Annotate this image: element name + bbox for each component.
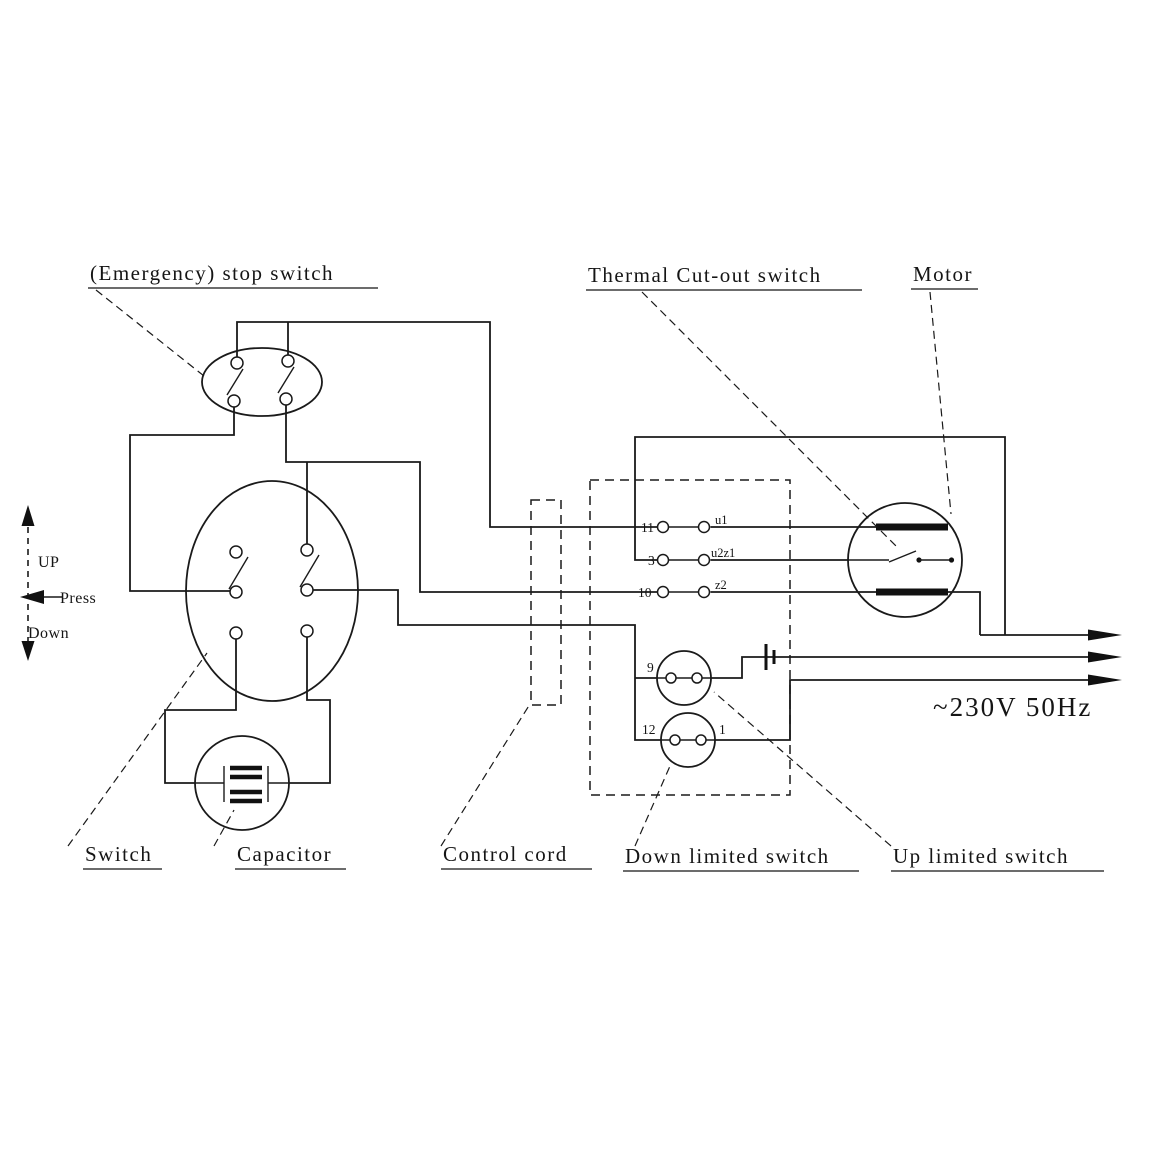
- capacitor: [194, 735, 290, 831]
- arrow-right-icon: [1088, 674, 1122, 686]
- direction-up-label: UP: [38, 554, 59, 571]
- voltage-label: ~230V 50Hz: [933, 692, 1092, 722]
- wire-estop-to-switch-left: [129, 407, 235, 592]
- terminal-row-11: 11 u1: [641, 513, 728, 535]
- terminal-number-1: 1: [719, 722, 726, 737]
- leader-control-cord: [440, 703, 531, 847]
- leader-emergency-stop: [95, 289, 205, 377]
- control-cord-outline: [530, 499, 562, 706]
- wire-switch-to-capacitor-left: [164, 639, 237, 784]
- wire-tag-z2: z2: [715, 578, 727, 592]
- wire-switch-to-capacitor-right: [289, 637, 331, 784]
- arrow-up-icon: [21, 505, 35, 526]
- terminal-number-11: 11: [641, 520, 654, 535]
- terminal-dot: [697, 585, 711, 599]
- terminal-block-outline: [589, 479, 791, 796]
- power-line-2: [711, 656, 1090, 679]
- control-cord-label: Control cord: [443, 842, 568, 866]
- emergency-stop-switch: [201, 347, 323, 417]
- wire-motor-to-line1: [948, 591, 981, 635]
- leader-down-limited: [634, 765, 671, 847]
- capacitor-symbol: [195, 765, 289, 804]
- estop-terminal: [279, 392, 293, 406]
- arrow-down-icon: [21, 641, 35, 661]
- estop-terminal: [281, 354, 295, 368]
- switch-terminal: [229, 585, 243, 599]
- leader-up-limited: [713, 691, 892, 847]
- terminal-number-3: 3: [648, 553, 655, 568]
- switch-terminal: [229, 545, 243, 559]
- wire-tag-u1: u1: [715, 513, 728, 527]
- estop-body: [201, 347, 323, 417]
- terminal-number-12: 12: [642, 722, 656, 737]
- direction-down-label: Down: [28, 625, 69, 642]
- estop-contact-blade: [226, 368, 244, 396]
- motor: [847, 502, 963, 618]
- power-output: ~230V 50Hz: [764, 629, 1122, 722]
- terminal-dot: [656, 553, 670, 567]
- leader-switch: [67, 652, 208, 847]
- terminal-dot: [656, 520, 670, 534]
- motor-body: [847, 502, 963, 618]
- terminal-dot: [697, 553, 711, 567]
- wire-terminal3-bus: [634, 436, 1006, 635]
- direction-indicator: UP Press Down: [20, 505, 96, 661]
- arrow-right-icon: [1088, 651, 1122, 663]
- motor-winding-bar: [876, 523, 948, 531]
- terminal-dot: [656, 585, 670, 599]
- terminal-row-10: 10 z2: [638, 578, 727, 600]
- down-limited-switch: 9: [647, 650, 712, 706]
- wires: [129, 321, 1090, 784]
- terminal-dot: [691, 672, 703, 684]
- terminal-dot: [669, 734, 681, 746]
- press-arrow: [20, 590, 62, 604]
- switch-contact-blade: [228, 556, 249, 590]
- terminal-number-10: 10: [638, 585, 652, 600]
- terminal-block: 11 u1 3 u2z1 10 z2 9: [589, 479, 791, 796]
- motor-label: Motor: [913, 262, 973, 286]
- main-switch: [185, 480, 359, 702]
- terminal-number-9: 9: [647, 660, 654, 675]
- switch-terminal: [229, 626, 243, 640]
- switch-terminal: [300, 583, 314, 597]
- down-limited-label: Down limited switch: [625, 844, 830, 868]
- direction-press-label: Press: [60, 590, 96, 607]
- terminal-dot: [695, 734, 707, 746]
- capacitor-label: Capacitor: [237, 842, 332, 866]
- power-line-3: [715, 679, 1090, 741]
- leader-motor: [929, 291, 952, 515]
- wire-estop-to-terminal10: [285, 405, 658, 593]
- leader-lines: [67, 289, 952, 847]
- thermal-cutout-contact: [849, 550, 955, 563]
- switch-terminal: [300, 624, 314, 638]
- wire-estop-to-terminal11: [236, 321, 658, 528]
- labels: (Emergency) stop switch Thermal Cut-out …: [83, 261, 1104, 872]
- switch-body: [185, 480, 359, 702]
- arrow-right-icon: [1088, 629, 1122, 641]
- estop-terminal: [227, 394, 241, 408]
- switch-label: Switch: [85, 842, 152, 866]
- leader-thermal-cutout: [641, 291, 897, 547]
- motor-winding-bar: [876, 588, 948, 596]
- thermal-cutout-label: Thermal Cut-out switch: [588, 263, 822, 287]
- switch-contact-blade: [299, 554, 320, 588]
- emergency-stop-label: (Emergency) stop switch: [90, 261, 334, 285]
- terminal-dot: [665, 672, 677, 684]
- leader-capacitor: [213, 809, 235, 847]
- wire-switch-to-limit-switches: [313, 589, 661, 741]
- wire-tag-u2z1: u2z1: [711, 546, 735, 560]
- estop-terminal: [230, 356, 244, 370]
- arrow-left-icon: [20, 590, 44, 604]
- switch-terminal: [300, 543, 314, 557]
- terminal-dot: [697, 520, 711, 534]
- up-limited-label: Up limited switch: [893, 844, 1069, 868]
- estop-contact-blade: [277, 366, 295, 394]
- ground-symbol: [764, 644, 776, 670]
- up-limited-switch: 12 1: [642, 712, 726, 768]
- terminal-row-3: 3 u2z1: [648, 546, 735, 568]
